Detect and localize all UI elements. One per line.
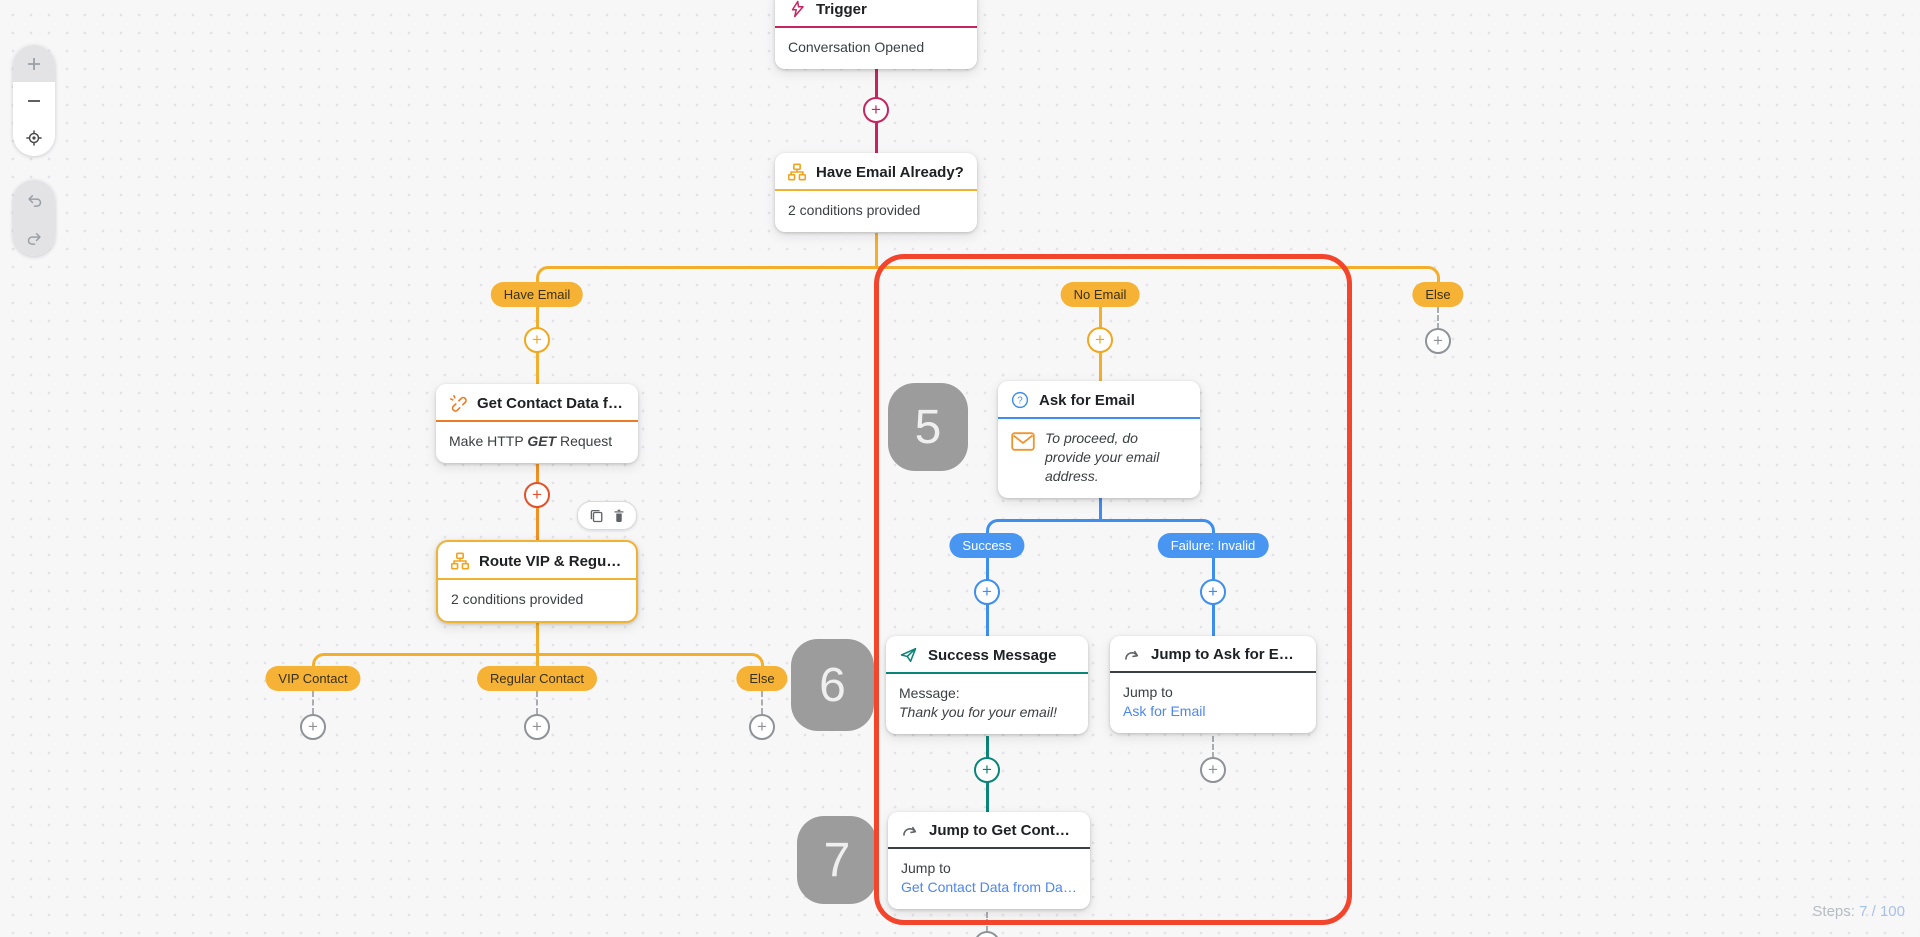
branch-label-have-email[interactable]: Have Email: [490, 282, 584, 307]
add-step-button[interactable]: [524, 714, 550, 740]
jump-icon: [901, 823, 919, 839]
question-circle-icon: ?: [1011, 391, 1029, 409]
jump-label: Jump to: [901, 860, 951, 876]
svg-text:?: ?: [1017, 396, 1023, 407]
branch-label-vip[interactable]: VIP Contact: [265, 666, 361, 691]
connector-line-dashed: [311, 691, 314, 714]
steps-counter: Steps: 7 / 100: [1812, 903, 1905, 920]
connector-line-dashed: [536, 691, 538, 714]
add-step-button[interactable]: [974, 579, 1000, 605]
copy-button[interactable]: [589, 508, 604, 523]
add-step-button[interactable]: [863, 97, 889, 123]
node-body: 2 conditions provided: [788, 202, 921, 218]
steps-label: Steps:: [1812, 903, 1855, 920]
zoom-out-button[interactable]: [13, 82, 55, 119]
jump-label: Jump to: [1123, 684, 1173, 700]
envelope-icon: [1011, 432, 1035, 451]
branch-label-failure[interactable]: Failure: Invalid: [1157, 533, 1269, 558]
branch-icon: [451, 552, 469, 570]
broken-link-icon: [449, 394, 467, 412]
connector-corner: [876, 266, 1440, 282]
connector-corner: [1100, 519, 1215, 533]
node-body: Conversation Opened: [788, 39, 925, 55]
branch-icon: [788, 163, 806, 181]
connector-line-dashed: [1437, 307, 1439, 329]
node-title: Jump to Get Contact Data: [929, 822, 1077, 839]
connector-line-dashed: [985, 912, 988, 932]
step-badge-7: 7: [797, 816, 877, 904]
node-success-message[interactable]: Success Message Message: Thank you for y…: [886, 636, 1088, 734]
delete-button[interactable]: [612, 508, 626, 523]
add-step-button[interactable]: [300, 714, 326, 740]
add-step-button[interactable]: [1087, 327, 1113, 353]
jump-target-link[interactable]: Ask for Email: [1123, 703, 1206, 719]
history-toolbar: [13, 180, 55, 256]
node-branch-route-vip[interactable]: Route VIP & Regular Co... 2 conditions p…: [436, 540, 638, 623]
node-title: Route VIP & Regular Co...: [479, 552, 623, 570]
add-step-button[interactable]: [974, 931, 1000, 937]
node-actions: [577, 501, 637, 530]
node-branch-have-email-already[interactable]: Have Email Already? 2 conditions provide…: [775, 153, 977, 232]
send-icon: [899, 646, 918, 664]
node-jump-to-ask-for-email[interactable]: Jump to Ask for Email Jump to Ask for Em…: [1110, 636, 1316, 733]
add-step-button[interactable]: [974, 757, 1000, 783]
center-view-button[interactable]: [13, 119, 55, 156]
add-step-button[interactable]: [524, 482, 550, 508]
branch-label-no-email[interactable]: No Email: [1060, 282, 1140, 307]
node-body: To proceed, do provide your email addres…: [1045, 430, 1160, 484]
redo-button[interactable]: [13, 218, 55, 256]
connector-line: [874, 233, 878, 269]
steps-value: 7 / 100: [1859, 903, 1905, 920]
add-step-button[interactable]: [749, 714, 775, 740]
connector-corner: [535, 266, 876, 282]
add-step-button[interactable]: [1425, 328, 1451, 354]
node-body: Make HTTP GET Request: [449, 433, 613, 449]
connector-corner: [311, 653, 538, 666]
node-title: Trigger: [816, 0, 867, 18]
node-title: Have Email Already?: [816, 163, 964, 181]
connector-line: [535, 618, 539, 666]
node-title: Ask for Email: [1039, 391, 1135, 409]
node-title: Jump to Ask for Email: [1151, 646, 1303, 663]
node-http-request[interactable]: Get Contact Data from D... Make HTTP GET…: [436, 384, 638, 463]
lightning-icon: [788, 0, 806, 18]
connector-corner: [985, 519, 1101, 533]
message-text: Thank you for your email!: [899, 704, 1057, 720]
zoom-toolbar: [13, 45, 55, 156]
node-title: Get Contact Data from D...: [477, 394, 625, 412]
add-step-button[interactable]: [1200, 757, 1226, 783]
add-step-button[interactable]: [1200, 579, 1226, 605]
connector-line-dashed: [1211, 736, 1214, 758]
step-badge-6: 6: [791, 639, 874, 731]
message-label: Message:: [899, 685, 960, 701]
branch-label-success[interactable]: Success: [949, 533, 1025, 558]
node-trigger[interactable]: Trigger Conversation Opened: [775, 0, 977, 69]
branch-label-regular[interactable]: Regular Contact: [477, 666, 597, 691]
branch-label-else-top[interactable]: Else: [1412, 282, 1464, 307]
zoom-in-button[interactable]: [13, 45, 55, 82]
node-title: Success Message: [928, 646, 1057, 664]
step-badge-5: 5: [888, 383, 968, 471]
jump-icon: [1123, 647, 1141, 663]
undo-button[interactable]: [13, 180, 55, 218]
add-step-button[interactable]: [524, 327, 550, 353]
node-ask-for-email[interactable]: ? Ask for Email To proceed, do provide y…: [998, 381, 1200, 498]
jump-target-link[interactable]: Get Contact Data from Data ...: [901, 879, 1077, 895]
node-jump-to-get-contact-data[interactable]: Jump to Get Contact Data Jump to Get Con…: [888, 812, 1090, 909]
connector-corner: [537, 653, 764, 666]
connector-line-dashed: [761, 691, 763, 714]
connector-line: [1098, 483, 1102, 522]
branch-label-else-route[interactable]: Else: [736, 666, 788, 691]
node-body: 2 conditions provided: [451, 591, 584, 607]
